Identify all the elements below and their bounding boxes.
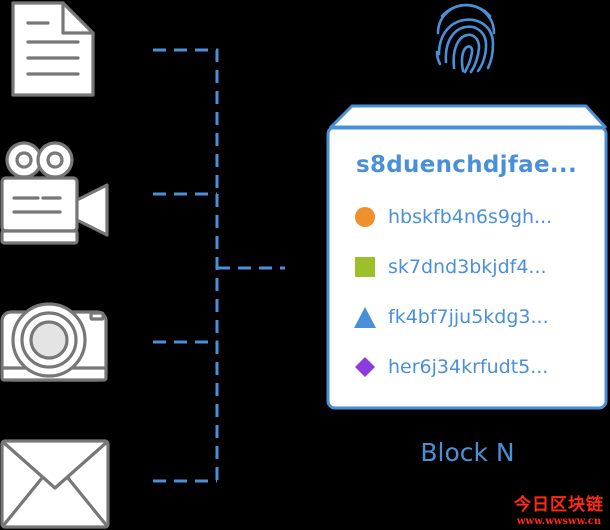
orange-circle-marker [355,207,375,227]
block-box [326,104,608,410]
green-square-marker [355,257,375,277]
tx-row: hbskfb4n6s9gh... [388,202,552,232]
connector-camera [153,340,219,481]
tx-hash: sk7dnd3bkjdf4... [388,256,547,278]
tx-markers [354,207,376,377]
connector-lines [153,48,285,483]
connector-document [153,48,219,194]
tx-row: fk4bf7jju5kdg3... [388,302,549,332]
video-camera-icon [0,141,109,245]
document-icon [11,1,95,97]
tx-row: her6j34krfudt5... [388,352,548,382]
camera-icon [0,302,108,382]
block-label: Block N [420,438,515,467]
fingerprint-icon [435,3,496,74]
watermark-text: 今日区块链 [514,495,604,515]
tx-row: sk7dnd3bkjdf4... [388,252,547,282]
envelope-icon [0,439,110,529]
watermark: 今日区块链 www.wwsww.cn [514,490,604,527]
watermark-url: www.wwsww.cn [516,516,602,527]
tx-hash: hbskfb4n6s9gh... [388,206,553,228]
blue-triangle-marker [354,307,376,328]
block-hash-title: s8duenchdjfae... [356,152,577,178]
purple-diamond-marker [355,357,375,377]
tx-hash: her6j34krfudt5... [388,356,549,378]
tx-hash: fk4bf7jju5kdg3... [388,306,549,328]
